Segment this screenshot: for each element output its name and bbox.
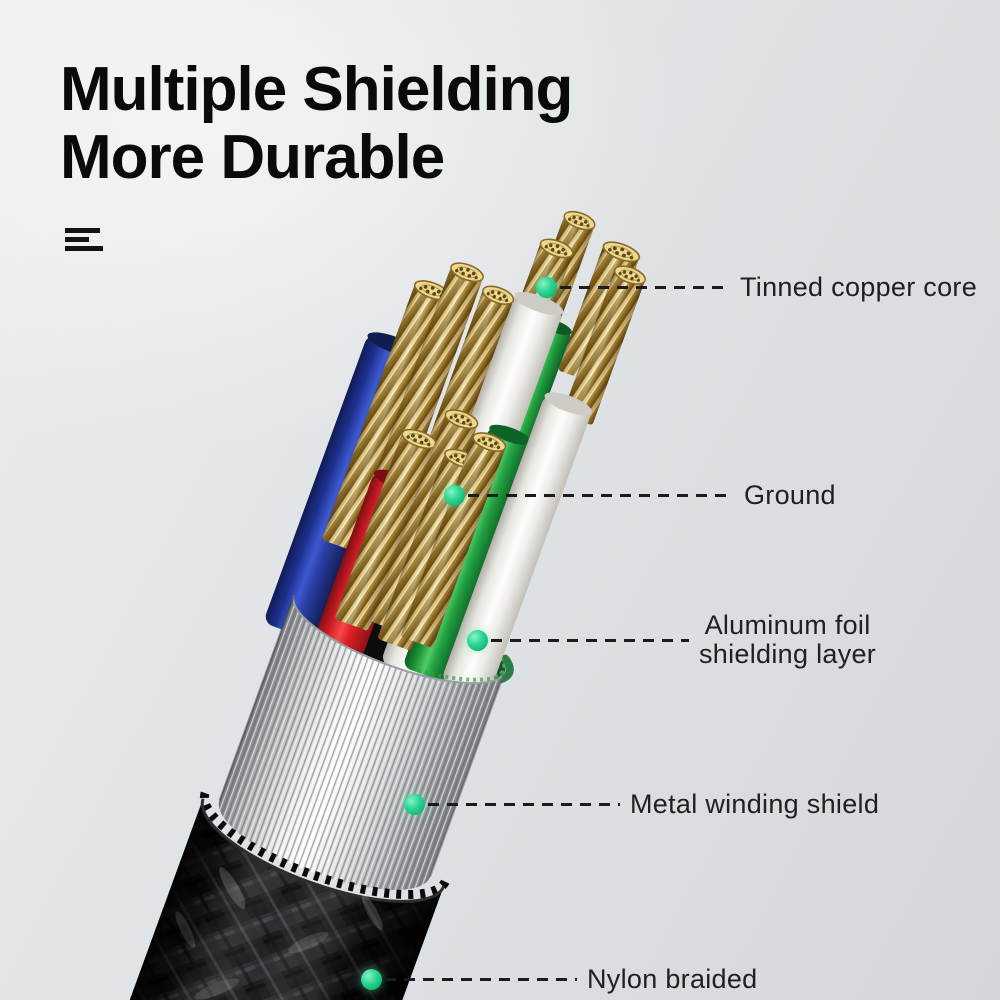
callout-tinned-copper-core: Tinned copper core <box>536 272 977 303</box>
marker-dot <box>467 629 488 651</box>
leader-line <box>468 494 734 497</box>
callout-ground: Ground <box>444 480 836 511</box>
marker-dot <box>361 969 382 990</box>
callout-label: Tinned copper core <box>740 272 978 302</box>
triple-bar-icon <box>65 228 103 256</box>
callout-metal-winding-shield: Metal winding shield <box>404 789 879 820</box>
callout-nylon-braided: Nylon braided <box>361 964 758 995</box>
leader-line <box>560 286 730 289</box>
callout-label-line-1: Aluminum foil <box>704 610 871 640</box>
white-wire <box>443 392 592 696</box>
bar <box>65 246 103 251</box>
callout-label-line-2: shielding layer <box>699 639 877 669</box>
marker-dot <box>444 485 465 506</box>
nylon-braid-layer <box>82 791 450 1000</box>
callout-aluminum-foil-shielding-layer: Aluminum foil shielding layer <box>467 611 876 669</box>
callout-label: Nylon braided <box>587 964 758 994</box>
title-line-2: More Durable <box>60 123 445 192</box>
leader-line <box>491 638 689 642</box>
marker-dot <box>536 277 557 298</box>
leader-line <box>385 978 577 981</box>
callout-label: Metal winding shield <box>630 789 880 819</box>
marker-dot <box>404 794 425 815</box>
leader-line <box>428 803 620 806</box>
title-line-1: Multiple Shielding <box>60 55 573 124</box>
bar <box>65 237 89 242</box>
callout-label: Ground <box>744 480 836 510</box>
page-title: Multiple Shielding More Durable <box>60 55 573 192</box>
bar <box>65 228 100 233</box>
metal-winding-shield-layer <box>218 595 507 890</box>
callout-label: Aluminum foil shielding layer <box>699 611 876 669</box>
